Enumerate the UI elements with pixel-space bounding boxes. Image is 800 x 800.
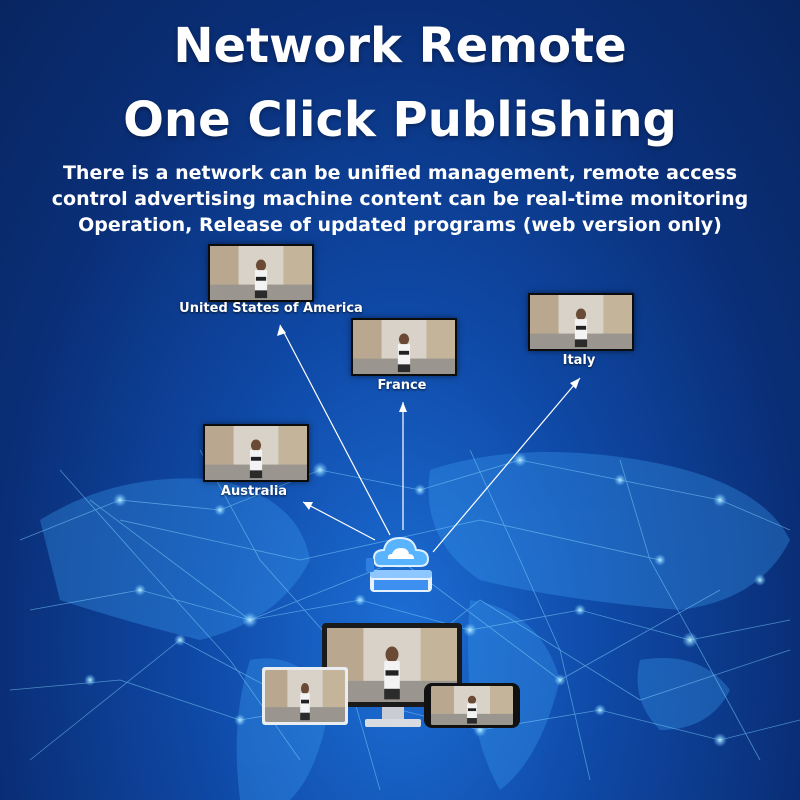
tablet-icon (262, 667, 348, 725)
page-title-line2: One Click Publishing (123, 92, 677, 148)
subtitle-line1: There is a network can be unified manage… (62, 162, 738, 184)
smartphone-icon (424, 683, 520, 728)
label-italy: Italy (562, 353, 596, 368)
screen-italy (528, 293, 634, 351)
label-france: France (377, 378, 427, 393)
street-scene-image (431, 686, 513, 725)
page-subtitle: There is a network can be unified manage… (20, 160, 780, 238)
label-usa: United States of America (179, 301, 363, 316)
street-scene-image (210, 246, 312, 300)
arrow-to-usa (279, 324, 391, 536)
screen-australia (203, 424, 309, 482)
screen-france (351, 318, 457, 376)
monitor-base (365, 719, 421, 727)
cloud-server-icon (366, 536, 432, 592)
street-scene-image (530, 295, 632, 349)
arrow-to-australia (302, 501, 376, 541)
label-australia: Australia (220, 484, 288, 499)
monitor-stand (382, 707, 404, 721)
street-scene-image (353, 320, 455, 374)
screen-usa (208, 244, 314, 302)
subtitle-line2: control advertising machine content can … (51, 188, 749, 210)
page-title-line1: Network Remote (173, 18, 627, 74)
street-scene-image (205, 426, 307, 480)
arrow-to-italy (432, 377, 581, 553)
subtitle-line3: Operation, Release of updated programs (… (78, 214, 722, 236)
street-scene-image (265, 670, 345, 722)
